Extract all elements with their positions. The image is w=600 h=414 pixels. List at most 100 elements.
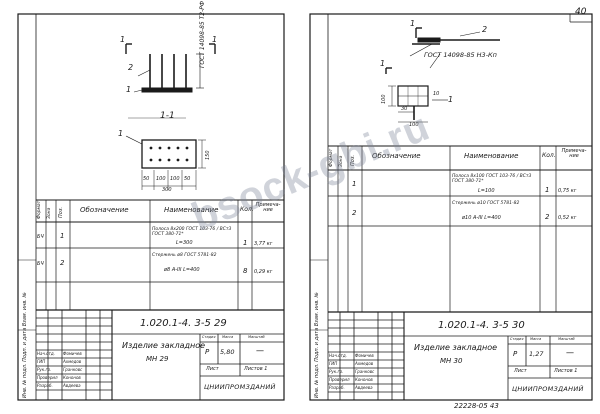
left-scale: — [256,346,264,355]
left-dim-1: 50 [143,176,150,182]
right-signer-role-3: Рук.гр. [329,369,344,374]
left-dim-side: 150 [205,150,211,160]
left-spec-table [36,199,284,310]
right-sheet-frame [309,13,593,401]
right-product-code: МН 30 [440,357,463,365]
left-dim-4: 50 [184,176,191,182]
right-signer-name-5: Авдеева [355,385,373,390]
left-section-mark-b: 1 [212,35,218,44]
left-row2-pos: 2 [60,259,65,267]
right-doc-code: 1.020.1-4. 3-5 30 [438,320,525,331]
right-sheet-label: Лист [514,368,527,374]
left-row1-qty: 1 [243,239,248,247]
right-scale: — [566,348,574,357]
right-th-name: Наименование [464,152,519,160]
left-row1-name2: L=300 [176,240,193,246]
right-signer-role-1: Нач.отд. [329,353,347,358]
right-row1-pos: 1 [352,180,357,188]
left-stage: Р [205,348,210,356]
right-signer-name-3: Гранковс [355,369,375,374]
right-callout-2: 2 [482,25,488,34]
right-scale-header: Масштаб [558,337,575,341]
right-section-mark-b: 1 [380,59,386,68]
right-side-stamp: Инв. № подл. Подп. и дата Взам. инв. № [314,292,320,398]
right-row1-name2: L=100 [478,188,495,194]
left-row1-note: 3,77 кг [254,241,273,247]
right-stage-header: Стадия [510,337,524,341]
right-sheets-label: Листов 1 [554,368,578,374]
right-dim-c: 100 [409,122,419,128]
right-org: ЦНИИПРОМЗДАНИЙ [512,385,584,393]
left-th-format: Формат [37,200,42,219]
left-row1-pos: 1 [60,232,65,240]
left-row2-zone: БЧ [37,261,44,267]
left-dim-3: 100 [170,176,180,182]
right-th-designation: Обозначение [372,152,421,160]
left-elevation-view [125,43,216,93]
left-row2-name: Стержень ø8 ГОСТ 5781-82 [152,253,217,258]
left-section-plan [125,117,206,190]
right-section-mark-a: 1 [410,19,416,28]
right-signer-name-4: Кононов [355,377,373,382]
left-dim-total: 300 [162,187,172,193]
right-bottom-code: 22228-05 43 [454,402,499,410]
right-signer-role-4: Проверил [329,377,350,382]
left-section-mark-a: 1 [120,35,126,44]
right-th-qty: Кол. [542,152,556,159]
right-dim-d: 10 [433,91,440,97]
left-stud-points [149,146,189,162]
left-row1-zone: БЧ [37,234,44,240]
left-org: ЦНИИПРОМЗДАНИЙ [204,383,276,391]
right-row1-name: Полоса 8х100 ГОСТ 103-76 / ВСт3 ГОСТ 380… [452,174,532,184]
left-product-title: Изделие закладное [122,341,206,350]
right-side-view [385,67,448,123]
right-weld-note: ГОСТ 14098-85 Н3-Кп [424,51,497,59]
left-th-qty: Кол. [240,206,254,213]
right-callout-1: 1 [448,95,454,104]
left-th-name: Наименование [164,206,219,214]
left-sheets-label: Листов 1 [244,366,268,372]
left-row2-name2: ø8 А-III L=400 [164,267,200,273]
left-signer-name-2: Ахмедов [63,359,82,364]
right-stage: Р [513,350,518,358]
left-signer-name-3: Гранковс [63,367,83,372]
right-th-note: Примеча-ние [561,148,587,159]
left-mass-header: Масса [222,335,234,339]
right-row2-qty: 2 [545,213,550,221]
right-dim-b: 30 [401,106,408,112]
left-doc-code: 1.020.1-4. 3-5 29 [140,318,227,329]
left-row1-name: Полоса 8х200 ГОСТ 103-76 / ВСт3 ГОСТ 380… [152,227,232,237]
left-product-code: МН 29 [146,355,169,363]
right-row1-note: 0,75 кг [558,188,577,194]
left-signer-name-1: Фомичев [63,351,82,356]
right-row2-pos: 2 [352,209,357,217]
page-number: 40 [575,7,587,17]
right-row2-name: Стержень ø10 ГОСТ 5781-82 [452,201,520,206]
right-row2-name2: ø10 А-III L=400 [462,215,501,221]
right-product-title: Изделие закладное [414,343,498,352]
left-section-title: 1-1 [160,111,175,121]
left-th-pos: Поз. [58,206,64,218]
left-dim-2: 100 [156,176,166,182]
right-row2-note: 0,52 кг [558,215,577,221]
right-signer-name-2: Ахмедов [355,361,374,366]
right-dim-a: 100 [381,94,387,104]
left-callout-1: 1 [126,85,132,94]
right-mass: 1,27 [529,350,544,358]
left-side-stamp: Инв. № подл. Подп. и дата Взам. инв. № [22,292,28,398]
left-signer-name-5: Авдеева [63,383,81,388]
left-sheet-frame [17,13,285,401]
left-title-block [36,309,284,400]
left-signer-role-4: Проверил [37,375,58,380]
left-sheet-label: Лист [206,366,219,372]
right-signer-role-2: ГИП [329,361,338,366]
left-callout-2: 2 [128,63,134,72]
left-row2-qty: 8 [243,267,248,275]
right-signer-name-1: Фомичев [355,353,374,358]
left-signer-role-5: Разраб. [37,383,53,388]
left-weld-note: ГОСТ 14098-85 Т2-РФ [199,0,206,68]
left-stage-header: Стадия [202,335,216,339]
left-plan-callout: 1 [118,129,124,138]
